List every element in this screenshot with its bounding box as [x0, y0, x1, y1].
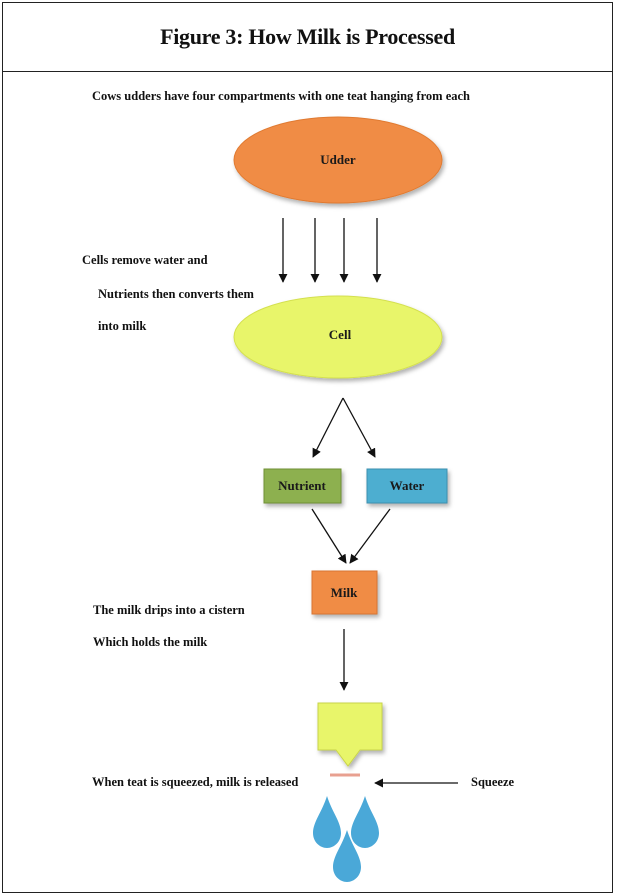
- cistern-shape: [317, 702, 383, 767]
- drop-icon: [351, 796, 379, 848]
- intro-text: Cows udders have four compartments with …: [92, 89, 470, 103]
- milk-drops: [313, 796, 379, 882]
- cells-text-line-2: Nutrients then converts them: [98, 287, 254, 301]
- cells-text-line-3: into milk: [98, 319, 147, 333]
- nutrient-box: [263, 468, 342, 504]
- drop-icon: [333, 830, 361, 882]
- cells-text-line-1: Cells remove water and: [82, 253, 208, 267]
- milk-label: Milk: [331, 585, 358, 600]
- title-bar: Figure 3: How Milk is Processed: [2, 2, 613, 72]
- nutrient-node: Nutrient: [263, 468, 342, 504]
- drip-text-line-2: Which holds the milk: [93, 635, 208, 649]
- drip-text-line-1: The milk drips into a cistern: [93, 603, 245, 617]
- udder-ellipse: [233, 116, 443, 204]
- milk-box: [311, 570, 378, 615]
- milk-node: Milk: [311, 570, 378, 615]
- figure-title: Figure 3: How Milk is Processed: [160, 23, 455, 49]
- squeeze-text: Squeeze: [471, 775, 515, 789]
- release-text: When teat is squeezed, milk is released: [92, 775, 299, 789]
- water-box: [366, 468, 448, 504]
- cell-label: Cell: [329, 327, 352, 342]
- arrow-cell-nutrient: [312, 397, 344, 458]
- udder-label: Udder: [320, 152, 356, 167]
- arrow-cell-water: [342, 397, 376, 458]
- nutrient-label: Nutrient: [278, 478, 326, 493]
- drop-icon: [313, 796, 341, 848]
- arrow-nutrient-milk: [311, 508, 347, 564]
- arrow-water-milk: [349, 508, 391, 564]
- cell-ellipse: [233, 295, 443, 379]
- water-node: Water: [366, 468, 448, 504]
- udder-node: Udder: [233, 116, 443, 204]
- cell-node: Cell: [233, 295, 443, 379]
- water-label: Water: [390, 478, 425, 493]
